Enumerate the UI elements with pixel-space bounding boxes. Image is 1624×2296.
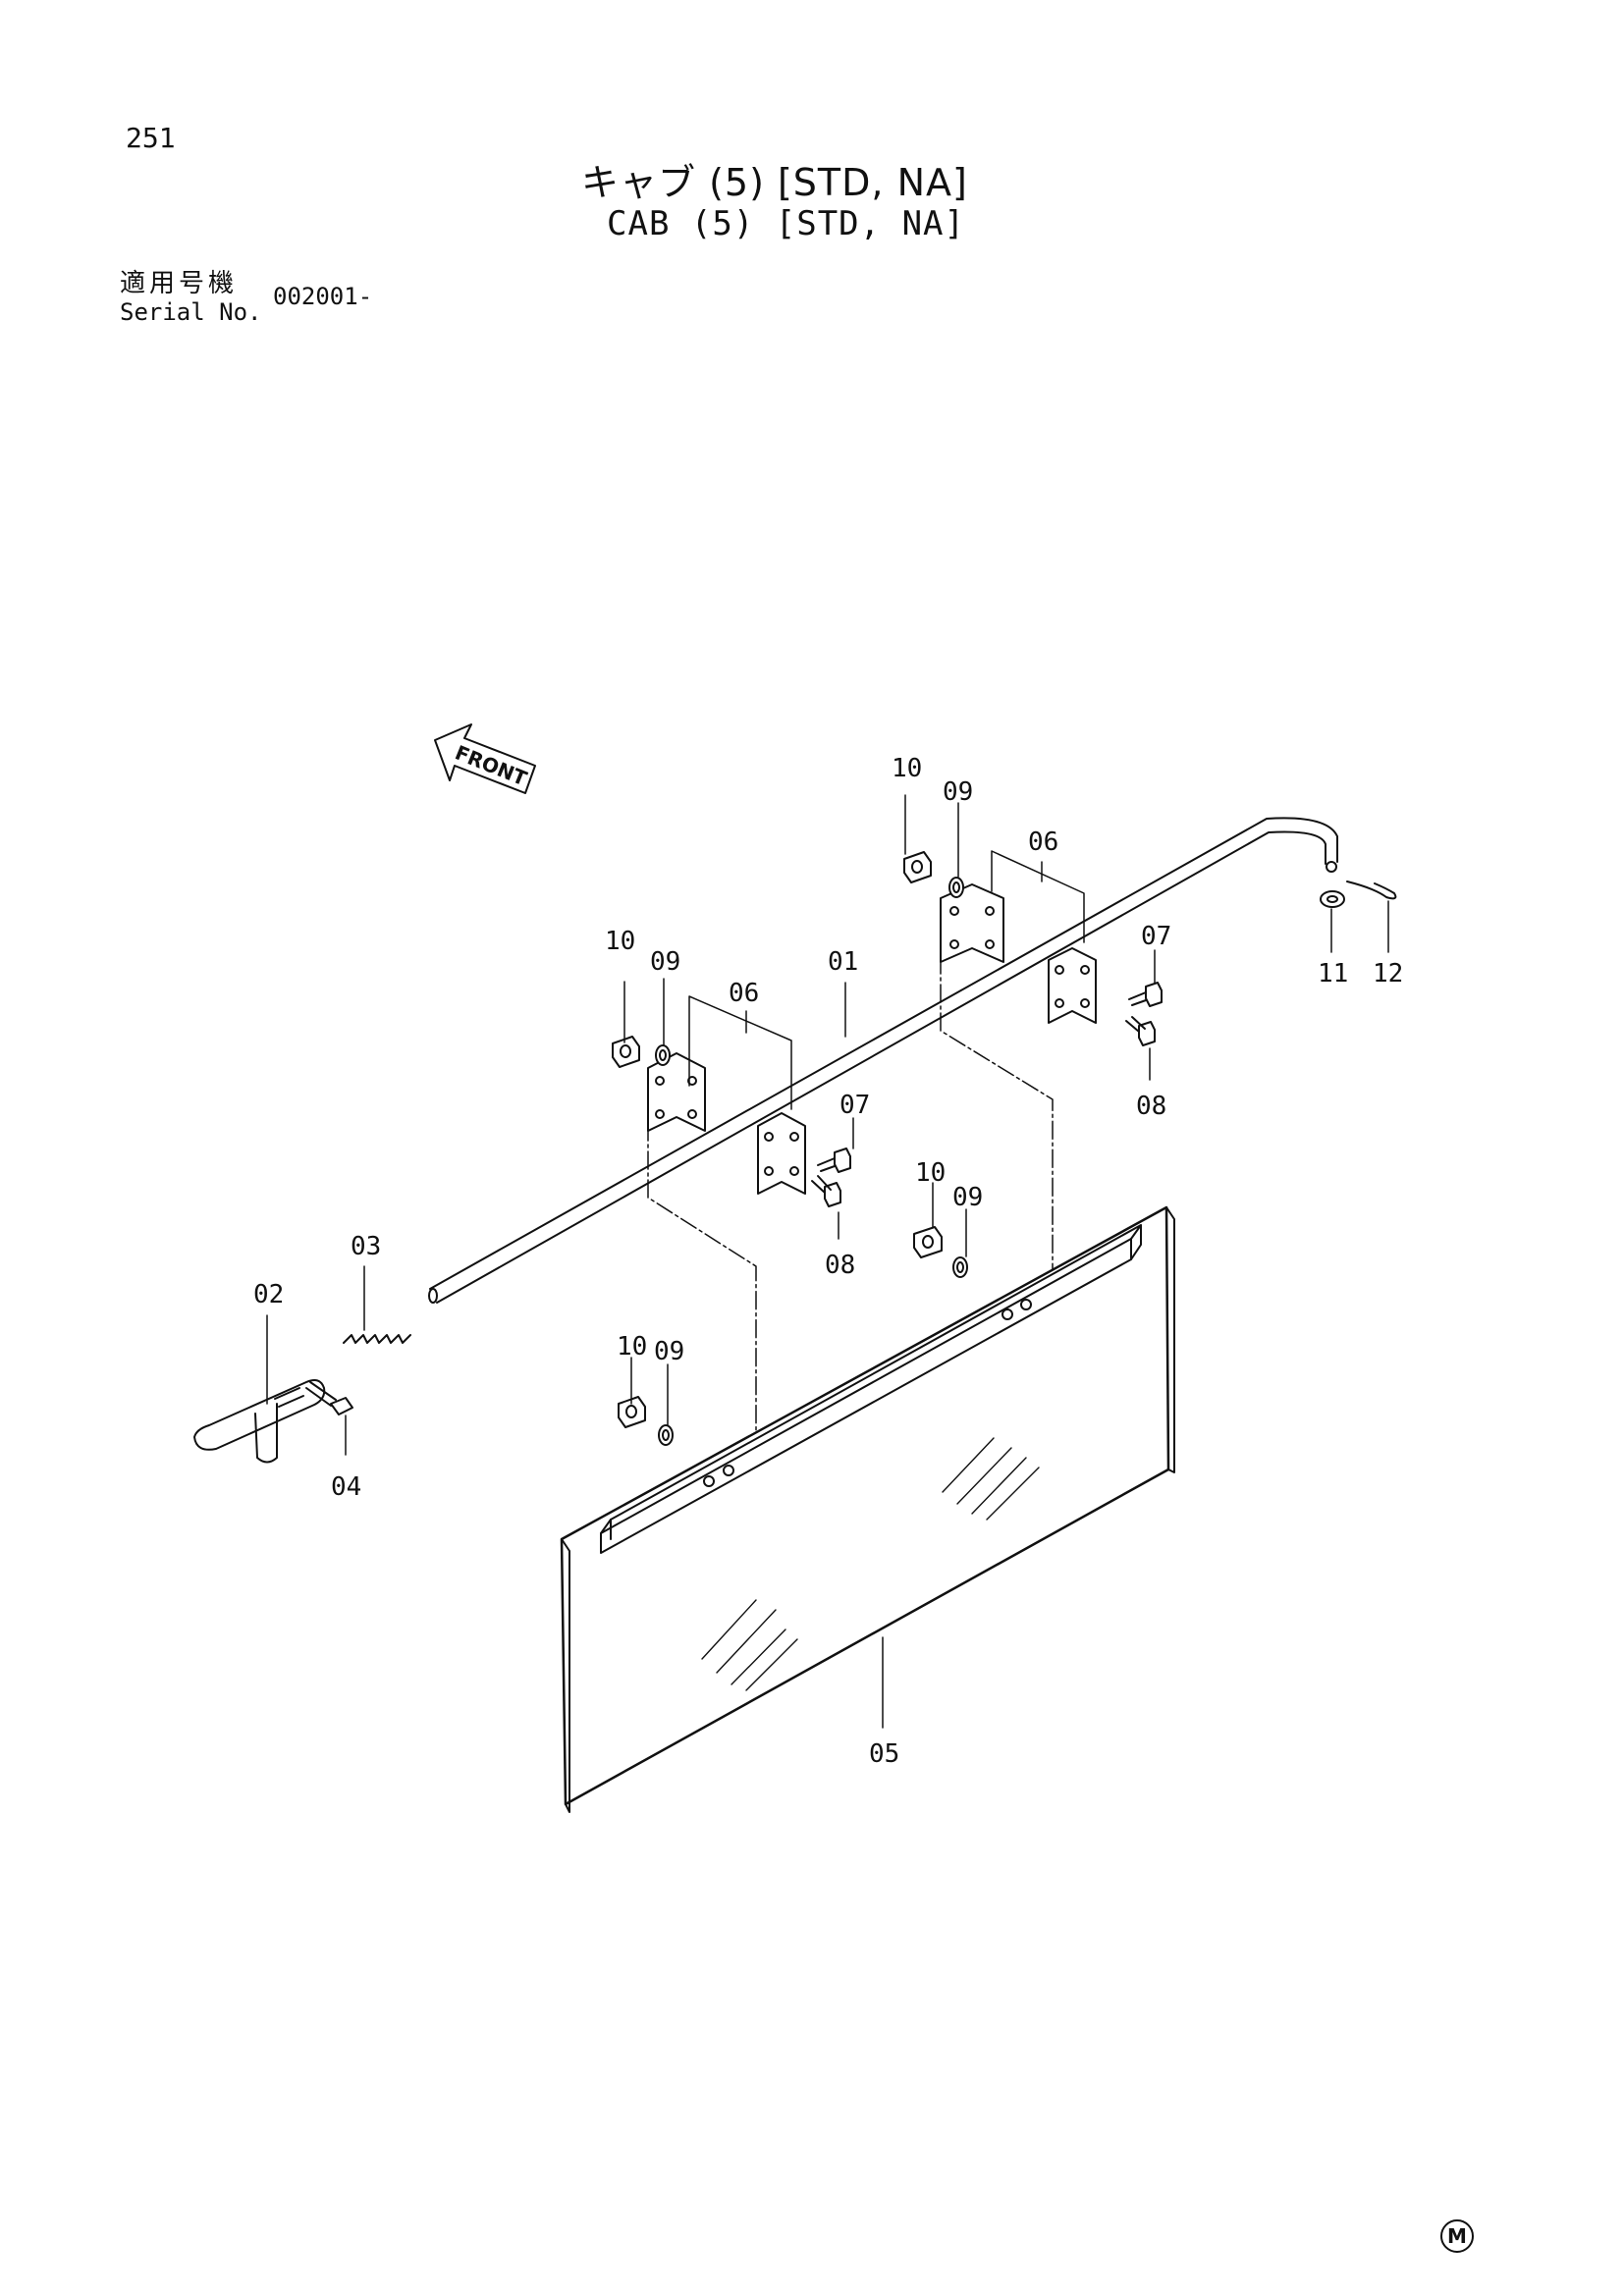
cotter-pin-part-12 — [1346, 881, 1397, 900]
callout-11: 11 — [1318, 959, 1348, 988]
page-number: 251 — [126, 122, 176, 154]
manufacturer-mark: M — [1440, 2219, 1474, 2253]
page-title-english: CAB (5) [STD, NA] — [607, 204, 965, 243]
callout-06-right: 06 — [1028, 828, 1058, 857]
callout-07-right: 07 — [1141, 922, 1171, 951]
callout-05: 05 — [869, 1739, 899, 1769]
rod-part-01 — [428, 817, 1338, 1304]
bolt-part-08 — [811, 1016, 1156, 1207]
hinge-part-06-left — [647, 995, 806, 1493]
callout-09-b: 09 — [943, 777, 973, 807]
callout-03: 03 — [351, 1232, 381, 1261]
serial-number-value: 002001- — [273, 283, 373, 310]
callout-09-c: 09 — [952, 1183, 983, 1212]
callout-10-d: 10 — [617, 1332, 647, 1362]
callout-labels: 01 02 03 04 05 06 06 07 07 08 08 09 09 0… — [253, 754, 1403, 1769]
leader-lines — [266, 794, 1389, 1729]
nut-part-10 — [612, 851, 943, 1428]
serial-label-english: Serial No. — [120, 298, 262, 326]
spring-part-03 — [343, 1334, 411, 1344]
washer-part-11 — [1320, 890, 1345, 908]
callout-07-left: 07 — [839, 1091, 870, 1120]
front-arrow: FRONT — [434, 723, 536, 794]
callout-10-b: 10 — [892, 754, 922, 783]
glass-panel-part-05 — [560, 1205, 1175, 1813]
callout-08-left: 08 — [825, 1251, 855, 1280]
callout-04: 04 — [331, 1472, 361, 1502]
callout-10-c: 10 — [915, 1158, 946, 1188]
callout-08-right: 08 — [1136, 1092, 1166, 1121]
serial-label-japanese: 適用号機 — [120, 269, 239, 298]
screw-part-04 — [305, 1381, 353, 1415]
pin-part-02 — [193, 1379, 326, 1464]
washer-part-09 — [655, 877, 968, 1446]
callout-06-left: 06 — [729, 979, 759, 1008]
callout-10-a: 10 — [605, 927, 635, 956]
page-title-japanese: キャブ (5) [STD, NA] — [581, 161, 968, 204]
hinge-part-06-right — [940, 850, 1097, 1307]
callout-01: 01 — [828, 947, 858, 977]
bolt-part-07 — [817, 982, 1163, 1173]
callout-12: 12 — [1373, 959, 1403, 988]
callout-02: 02 — [253, 1280, 284, 1309]
callout-09-d: 09 — [654, 1337, 684, 1366]
callout-09-a: 09 — [650, 947, 680, 977]
